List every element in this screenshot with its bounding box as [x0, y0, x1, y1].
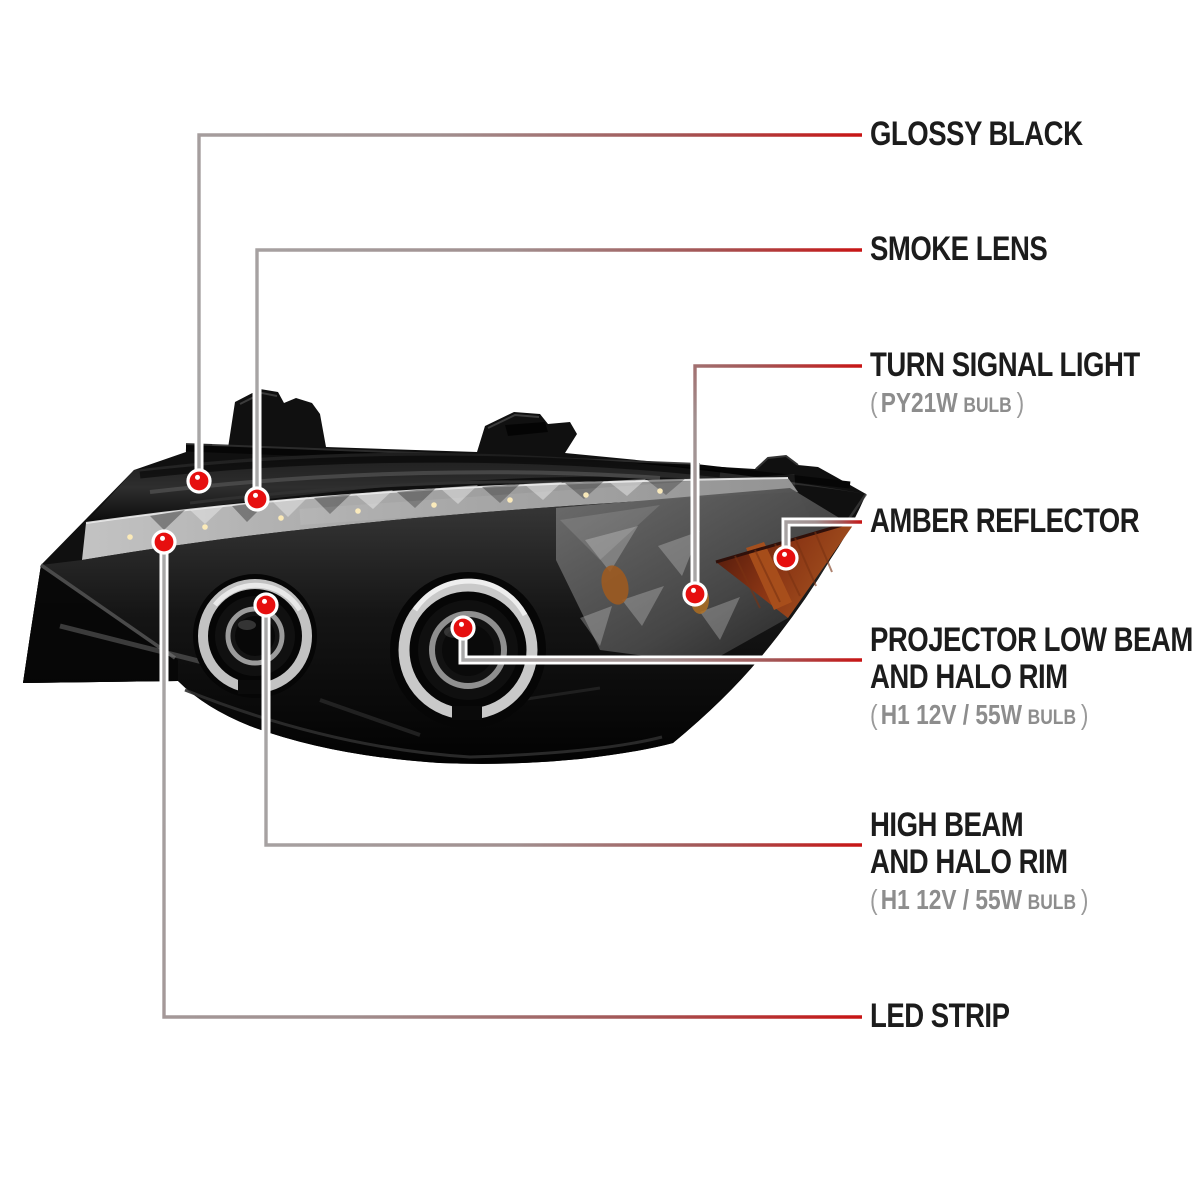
projector-low-beam-lens: [390, 572, 546, 728]
marker-highlight-amber-reflector: [782, 551, 787, 557]
marker-dot-glossy-black: [189, 471, 209, 491]
marker-dot-turn-signal-light: [685, 584, 705, 604]
turn-signal-bulb: [601, 565, 629, 605]
turn-signal-chamber: [556, 488, 846, 664]
led-strip-band: [82, 474, 798, 560]
marker-dot-high-beam: [256, 595, 276, 615]
marker-dot-projector-low-beam: [453, 618, 473, 638]
callout-markers: [151, 468, 799, 641]
marker-highlight-glossy-black: [195, 474, 200, 480]
tip-hinge-detail: [755, 454, 799, 470]
marker-highlight-turn-signal-light: [691, 587, 696, 593]
mounting-bracket-left-detail: [239, 391, 278, 405]
marker-dot-led-strip: [154, 532, 174, 552]
marker-dot-smoke-lens: [247, 489, 267, 509]
leader-line-smoke-lens: [255, 248, 862, 499]
leader-line-high-beam: [264, 605, 862, 847]
mounting-bracket-right-detail: [487, 413, 540, 429]
chamber-facets: [580, 526, 740, 646]
leader-line-glossy-black: [197, 133, 862, 481]
led-emitters: [127, 488, 663, 540]
marker-highlight-led-strip: [160, 535, 165, 541]
marker-highlight-high-beam: [262, 598, 267, 604]
strip-facets-dark: [150, 478, 686, 530]
leader-lines: [162, 133, 862, 1019]
marker-highlight-smoke-lens: [253, 492, 258, 498]
leader-line-led-strip: [162, 542, 862, 1019]
leader-line-turn-signal-light: [693, 364, 862, 594]
projector-high-beam: [193, 574, 317, 698]
marker-highlight-projector-low-beam: [459, 621, 464, 627]
strip-facets-light: [190, 479, 646, 524]
marker-dot-amber-reflector: [776, 548, 796, 568]
